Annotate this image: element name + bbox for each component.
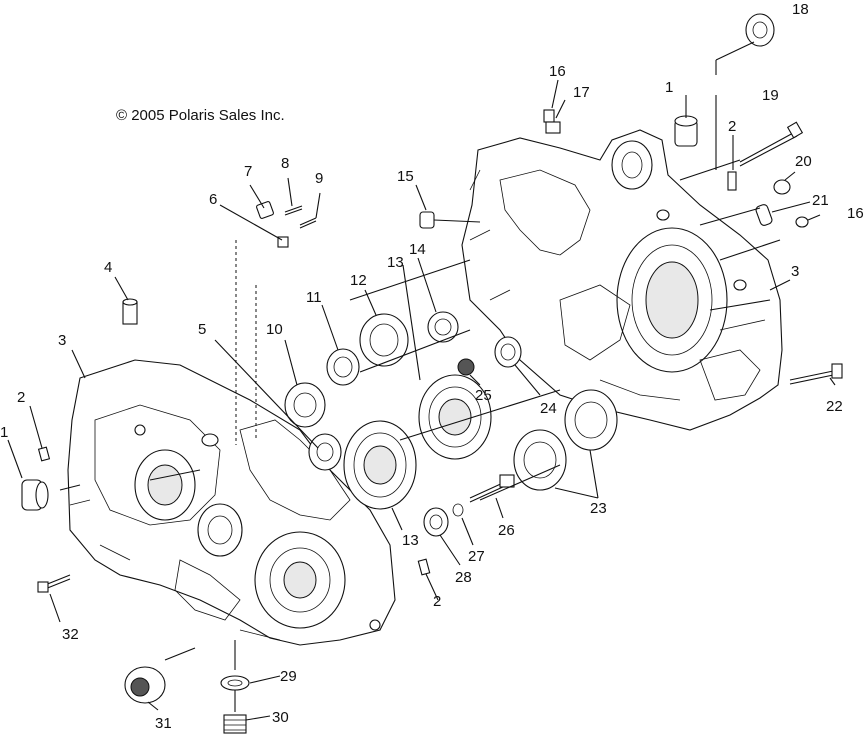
callout-31: 31: [155, 715, 172, 732]
callout-17: 17: [573, 84, 590, 101]
callout-2: 2: [17, 389, 25, 406]
callout-8: 8: [281, 155, 289, 172]
callout-6: 6: [209, 191, 217, 208]
callout-15: 15: [397, 168, 414, 185]
callout-11: 11: [306, 289, 322, 306]
callout-3: 3: [58, 332, 66, 349]
callout-5: 5: [198, 321, 206, 338]
callout-9: 9: [315, 170, 323, 187]
right-crankcase-half: [461, 129, 783, 431]
callout-1: 1: [665, 79, 673, 96]
callout-23: 23: [590, 500, 607, 517]
leader-lines: [7, 41, 836, 721]
callout-13: 13: [387, 254, 404, 271]
copyright-text: © 2005 Polaris Sales Inc.: [116, 107, 285, 124]
small-parts: [21, 13, 843, 734]
callout-29: 29: [280, 668, 297, 685]
callout-1: 1: [0, 424, 8, 441]
callout-labels: 18 16 17 1 2 19 20 21 16 15 7 8 9 6 4 3 …: [0, 1, 864, 732]
callout-27: 27: [468, 548, 485, 565]
callout-16: 16: [847, 205, 864, 222]
callout-2: 2: [433, 593, 441, 610]
left-crankcase-half: [67, 359, 396, 646]
callout-25: 25: [475, 387, 492, 404]
callout-22: 22: [826, 398, 843, 415]
callout-16: 16: [549, 63, 566, 80]
callout-4: 4: [104, 259, 112, 276]
callout-2: 2: [728, 118, 736, 135]
callout-28: 28: [455, 569, 472, 586]
callout-12: 12: [350, 272, 367, 289]
callout-21: 21: [812, 192, 829, 209]
callout-13: 13: [402, 532, 419, 549]
callout-19: 19: [762, 87, 779, 104]
callout-18: 18: [792, 1, 809, 18]
callout-24: 24: [540, 400, 557, 417]
bearings: [284, 311, 618, 537]
callout-32: 32: [62, 626, 79, 643]
callout-10: 10: [266, 321, 283, 338]
callout-7: 7: [244, 163, 252, 180]
callout-14: 14: [409, 241, 426, 258]
callout-26: 26: [498, 522, 515, 539]
callout-3: 3: [791, 263, 799, 280]
callout-20: 20: [795, 153, 812, 170]
callout-30: 30: [272, 709, 289, 726]
